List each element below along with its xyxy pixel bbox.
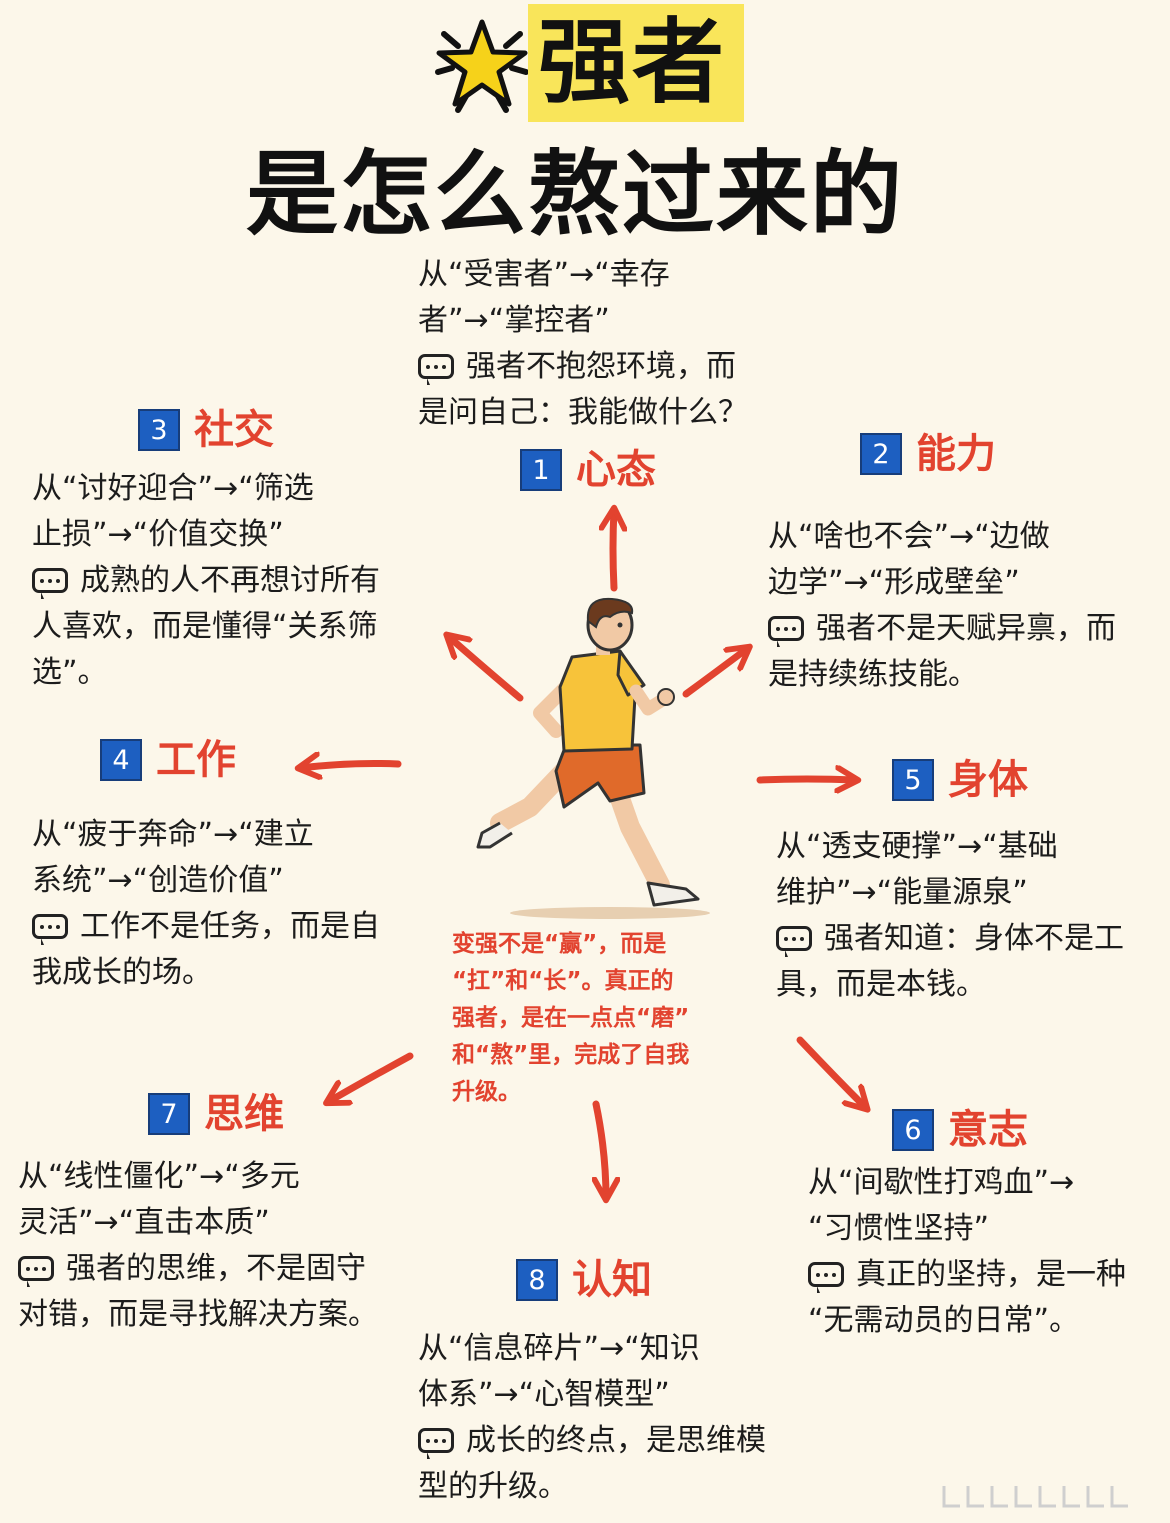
section-number-badge: 5 — [892, 759, 934, 801]
section-3-comment: 选”。 — [32, 655, 108, 690]
speech-bubble-icon — [32, 914, 68, 945]
section-number-badge: 2 — [860, 433, 902, 475]
page-subtitle: 是怎么熬过来的 — [246, 141, 905, 248]
section-5-line: 维护”→“能量源泉” — [776, 875, 1028, 910]
section-7-line: 从“线性僵化”→“多元 — [18, 1159, 300, 1194]
section-1-comment: 是问自己：我能做什么？ — [418, 395, 748, 430]
section-number-badge: 1 — [520, 449, 562, 491]
speech-bubble-icon — [32, 568, 68, 599]
section-6-comment: 真正的坚持，是一种 — [808, 1252, 1168, 1298]
title-highlight — [528, 4, 744, 122]
section-1-line: 从“受害者”→“幸存 — [418, 257, 670, 292]
speech-bubble-icon — [776, 926, 812, 957]
section-number-badge: 6 — [892, 1109, 934, 1151]
center-note-line: “扛”和“长”。真正的 — [452, 968, 674, 994]
section-7-line: 灵活”→“直击本质” — [18, 1205, 270, 1240]
section-7-title: 思维 — [204, 1091, 284, 1137]
section-3-line: 从“讨好迎合”→“筛选 — [32, 471, 314, 506]
section-4-comment: 我成长的场。 — [32, 955, 212, 990]
arrow-up-left — [448, 636, 524, 702]
page-title: 强者 — [538, 9, 727, 116]
section-1-comment: 强者不抱怨环境，而 — [418, 344, 778, 390]
section-2-head: 2 能力 — [860, 430, 996, 478]
section-5-line: 从“透支硬撑”→“基础 — [776, 829, 1058, 864]
center-note: 变强不是“赢”，而是 “扛”和“长”。真正的 强者，是在一点点“磨” 和“熬”里… — [452, 926, 752, 1111]
section-6-line: 从“间歇性打鸡血”→ — [808, 1165, 1075, 1200]
watermark — [942, 1486, 1128, 1508]
section-4-body: 从“疲于奔命”→“建立 系统”→“创造价值” 工作不是任务，而是自 我成长的场。 — [32, 812, 432, 996]
arrow-down-right — [796, 1036, 866, 1108]
arrow-left — [300, 764, 402, 769]
speech-bubble-icon — [18, 1256, 54, 1287]
section-4-line: 从“疲于奔命”→“建立 — [32, 817, 314, 852]
section-5-body: 从“透支硬撑”→“基础 维护”→“能量源泉” 强者知道：身体不是工 具，而是本钱… — [776, 824, 1166, 1008]
section-2-body: 从“啥也不会”→“边做 边学”→“形成壁垒” 强者不是天赋异禀，而 是持续练技能… — [768, 514, 1158, 698]
section-8-line: 从“信息碎片”→“知识 — [418, 1331, 700, 1366]
section-8-line: 体系”→“心智模型” — [418, 1377, 670, 1412]
speech-bubble-icon — [808, 1262, 844, 1293]
section-6-line: “习惯性坚持” — [808, 1211, 990, 1246]
section-5-comment: 强者知道：身体不是工 — [776, 916, 1166, 962]
section-1-line: 者”→“掌控者” — [418, 303, 610, 338]
section-8-title: 认知 — [572, 1257, 652, 1303]
section-3-body: 从“讨好迎合”→“筛选 止损”→“价值交换” 成熟的人不再想讨所有 人喜欢，而是… — [32, 466, 432, 696]
section-6-comment: “无需动员的日常”。 — [808, 1303, 1080, 1338]
section-4-line: 系统”→“创造价值” — [32, 863, 284, 898]
section-3-comment: 成熟的人不再想讨所有 — [32, 558, 432, 604]
section-6-title: 意志 — [948, 1107, 1028, 1153]
arrow-down-left — [328, 1052, 414, 1102]
speech-bubble-icon — [768, 616, 804, 647]
section-1-head: 1 心态 — [520, 446, 656, 494]
section-8-comment: 型的升级。 — [418, 1469, 568, 1504]
section-1-body: 从“受害者”→“幸存 者”→“掌控者” 强者不抱怨环境，而 是问自己：我能做什么… — [418, 252, 778, 436]
section-7-head: 7 思维 — [148, 1090, 284, 1138]
section-5-comment: 具，而是本钱。 — [776, 967, 986, 1002]
section-number-badge: 4 — [100, 739, 142, 781]
arrow-up — [613, 510, 614, 592]
center-note-line: 强者，是在一点点“磨” — [452, 1005, 690, 1031]
section-6-head: 6 意志 — [892, 1106, 1028, 1154]
center-note-line: 变强不是“赢”，而是 — [452, 931, 667, 957]
speech-bubble-icon — [418, 1428, 454, 1459]
section-2-line: 边学”→“形成壁垒” — [768, 565, 1020, 600]
center-note-line: 升级。 — [452, 1079, 521, 1105]
section-3-comment: 人喜欢，而是懂得“关系筛 — [32, 609, 378, 644]
arrow-right — [756, 779, 856, 780]
section-7-body: 从“线性僵化”→“多元 灵活”→“直击本质” 强者的思维，不是固守 对错，而是寻… — [18, 1154, 428, 1338]
section-4-head: 4 工作 — [100, 736, 236, 784]
section-1-title: 心态 — [576, 447, 656, 493]
section-8-body: 从“信息碎片”→“知识 体系”→“心智模型” 成长的终点，是思维模 型的升级。 — [418, 1326, 818, 1510]
section-4-comment: 工作不是任务，而是自 — [32, 904, 432, 950]
section-number-badge: 7 — [148, 1093, 190, 1135]
section-number-badge: 3 — [138, 409, 180, 451]
section-5-title: 身体 — [948, 757, 1028, 803]
section-2-title: 能力 — [916, 431, 996, 477]
section-2-comment: 强者不是天赋异禀，而 — [768, 606, 1158, 652]
section-8-head: 8 认知 — [516, 1256, 652, 1304]
section-6-body: 从“间歇性打鸡血”→ “习惯性坚持” 真正的坚持，是一种 “无需动员的日常”。 — [808, 1160, 1168, 1344]
arrow-up-right — [682, 648, 748, 698]
section-8-comment: 成长的终点，是思维模 — [418, 1418, 818, 1464]
center-note-line: 和“熬”里，完成了自我 — [452, 1042, 690, 1068]
speech-bubble-icon — [418, 354, 454, 385]
section-7-comment: 对错，而是寻找解决方案。 — [18, 1297, 378, 1332]
section-number-badge: 8 — [516, 1259, 558, 1301]
section-4-title: 工作 — [156, 737, 236, 783]
section-5-head: 5 身体 — [892, 756, 1028, 804]
section-3-title: 社交 — [194, 407, 274, 453]
section-3-line: 止损”→“价值交换” — [32, 517, 284, 552]
section-2-comment: 是持续练技能。 — [768, 657, 978, 692]
section-2-line: 从“啥也不会”→“边做 — [768, 519, 1050, 554]
arrow-down — [596, 1100, 606, 1198]
star-icon — [435, 19, 529, 113]
section-7-comment: 强者的思维，不是固守 — [18, 1246, 428, 1292]
runner-illustration — [476, 597, 710, 919]
section-3-head: 3 社交 — [138, 406, 274, 454]
